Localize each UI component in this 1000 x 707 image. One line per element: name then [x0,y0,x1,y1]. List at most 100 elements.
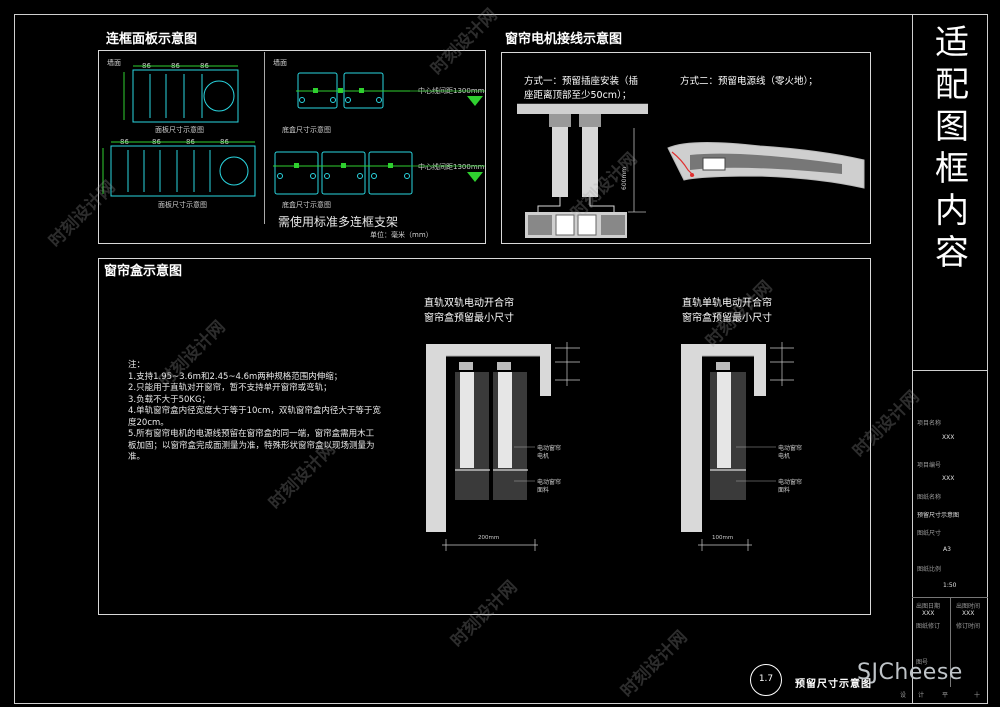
panel-caption-top: 面板尺寸示意图 [155,126,204,134]
title-char: 适 [935,23,969,63]
box-caption-top: 底盒尺寸示意图 [282,126,331,134]
drawing-size-label: 图纸尺寸 [917,530,942,537]
level-marker [467,172,483,182]
wall-label: 墙面 [107,59,121,67]
panel-frame-title: 连框面板示意图 [106,32,198,47]
single-width-label: 100mm [712,535,734,541]
center-line-label: 中心线间距1300mm [418,163,485,171]
note-line: 板加固；以窗帘盒完成面测量为准，特殊形状窗帘盒以现场测量为 [128,440,375,451]
drawing-scale-value: 1:50 [943,582,957,589]
panel-drawing-top [123,65,239,123]
note-line: 度20cm。 [128,417,169,428]
sheet-number-label: 图号 [916,659,929,666]
revision-time-label: 修订时间 [956,623,981,630]
socket [555,214,575,236]
live-wire [671,151,695,177]
sheet-number: 1.7 [758,674,774,684]
note-line: 2.只能用于直轨对开窗帘，暂不支持单开窗帘或弯轨； [128,383,332,393]
double-track-caption-2: 窗帘盒预留最小尺寸 [424,313,514,324]
socket-circle [219,156,249,186]
panel-caption-bottom: 面板尺寸示意图 [158,201,207,209]
title-char: 框 [935,149,969,189]
issue-time-value: XXX [962,610,975,617]
motor-head [549,114,571,127]
single-fabric-label: 电动窗帘 面料 [778,479,802,495]
project-number-value: XXX [942,475,955,482]
panel-outline [110,145,256,197]
project-number-label: 项目编号 [917,462,942,469]
single-track-caption-2: 窗帘盒预留最小尺寸 [682,313,772,324]
panel-outline [132,69,239,123]
title-char: 容 [935,233,969,273]
wall-label-right: 墙面 [273,59,287,67]
note-line: 4.单轨窗帘盒内径宽度大于等于10cm，双轨窗帘盒内径大于等于宽 [128,406,381,416]
double-width-label: 200mm [478,535,500,541]
back-box-bottom [273,151,413,195]
panel-drawing-bottom [102,141,256,197]
drawing-border [14,14,988,704]
title-char: 内 [935,191,969,231]
footer-char: 十 [974,692,981,699]
method-one-line2: 座距离顶部至少50cm）； [524,90,632,101]
note-line: 准。 [128,452,146,462]
motor-wiring-title: 窗帘电机接线示意图 [505,32,623,47]
issue-time-label: 出图时间 [956,603,981,610]
fabric-label-line: 电动窗帘 [537,479,562,486]
note-line: 1.支持1.95~3.6m和2.45~4.6m两种规格范围内伸缩； [128,371,343,382]
footer-char: 计 [918,692,925,699]
drawing-name-value: 预留尺寸示意图 [917,512,960,519]
sheet-name: 预留尺寸示意图 [795,679,872,690]
back-box-top [296,72,410,109]
motor-label-line: 电机 [778,453,791,460]
motor-label-line: 电机 [537,453,550,460]
panel-frame-box [98,50,486,244]
motor-label-line: 电动窗帘 [778,445,803,452]
motor-wiring-box [501,52,871,244]
fabric-label-line: 面料 [778,487,791,494]
note-line: 5.所有窗帘电机的电源线预留在窗帘盒的同一端，窗帘盒需用木工 [128,429,375,439]
height-label: 600mm [621,167,628,190]
motor-body [582,127,598,197]
single-track-caption-1: 直轨单轨电动开合帘 [682,298,772,309]
double-motor-label: 电动窗帘 电机 [537,445,561,461]
motor-cables [537,197,615,214]
footer-char: 设 [900,692,907,699]
fabric-label-line: 电动窗帘 [778,479,803,486]
socket-circle [203,80,235,112]
note-line: 3.负载不大于50KG； [128,394,211,405]
sidebar-divider [912,14,913,704]
drawing-scale-label: 图纸比例 [917,566,942,573]
issue-date-label: 出图日期 [916,603,941,610]
curtain-box-frame [98,258,871,615]
motor-label-line: 电动窗帘 [537,445,562,452]
brand-watermark: SJCheese [857,660,963,685]
unit-note: 单位：毫米（mm） [370,231,433,239]
motor-body [552,127,568,197]
notes-heading: 注： [128,360,146,370]
sheet-number-badge: 1.7 [750,664,782,696]
title-char: 图 [935,107,969,147]
sidebar-separator [912,370,988,371]
motor-head [579,114,601,127]
method-one-line1: 方式一：预留插座安装（插 [524,76,639,87]
cable-end [702,157,726,171]
panel-frame-divider [264,52,265,224]
cable-core [690,153,842,174]
project-name-value: XXX [942,434,955,441]
ceiling-slab [517,104,648,114]
revision-label: 图纸修订 [916,623,941,630]
footer-char: 平 [942,692,949,699]
issue-date-value: XXX [922,610,935,617]
drawing-name-label: 图纸名称 [917,494,942,501]
curtain-box-title: 窗帘盒示意图 [104,264,183,279]
socket [577,214,597,236]
double-track-caption-1: 直轨双轨电动开合帘 [424,298,514,309]
support-note: 需使用标准多连框支架 [278,215,399,229]
fabric-label-line: 面料 [537,487,550,494]
single-track-box [681,342,794,551]
title-block-column-rule [950,597,951,687]
title-char: 配 [935,65,969,105]
double-track-box [426,342,580,551]
double-fabric-label: 电动窗帘 面料 [537,479,561,495]
